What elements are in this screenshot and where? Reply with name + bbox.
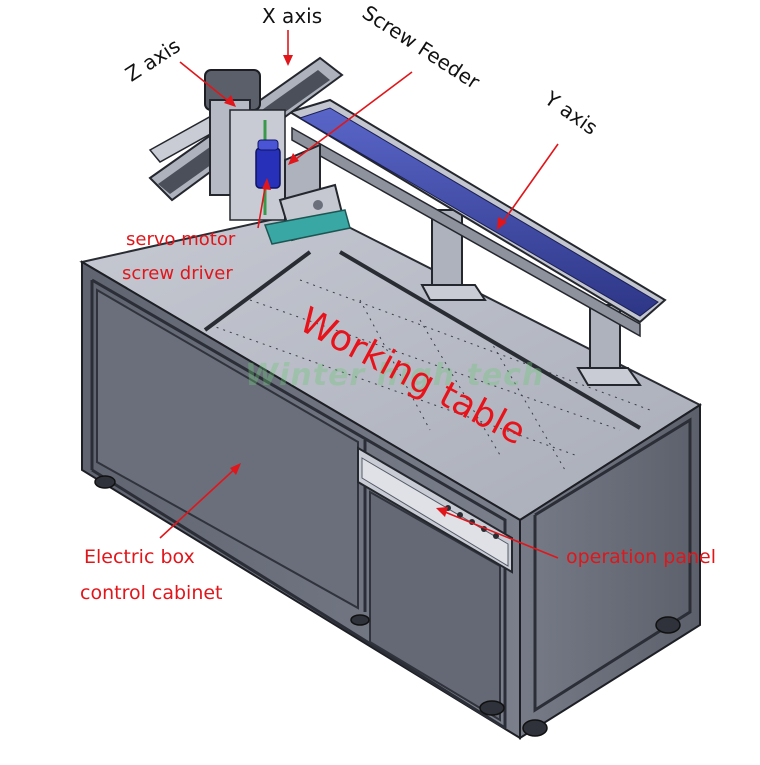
- table-slot: [338, 250, 642, 430]
- table-grid: [209, 279, 651, 471]
- screw-feeder-unit: [263, 143, 351, 245]
- cabinet-frame: [90, 278, 692, 730]
- cabinet-side: [519, 403, 701, 740]
- label-screw-driver: screw driver: [122, 263, 233, 284]
- label-operation-panel: operation panel: [566, 546, 716, 568]
- annotation-arrows: [159, 30, 559, 559]
- annotation-arrowheads: [224, 55, 507, 517]
- label-servo-motor: servo motor: [126, 229, 236, 250]
- table-slot: [203, 250, 312, 332]
- label-x-axis: X axis: [262, 4, 323, 28]
- label-electric-box: Electric box: [84, 546, 195, 568]
- lower-door: [369, 490, 501, 722]
- casters: [94, 475, 681, 737]
- y-axis-rail-cover: [298, 107, 659, 317]
- electric-box-door: [96, 288, 359, 610]
- panel-buttons: [445, 505, 499, 539]
- watermark: Winter high tech: [245, 358, 545, 393]
- label-control-cabinet: control cabinet: [80, 582, 223, 604]
